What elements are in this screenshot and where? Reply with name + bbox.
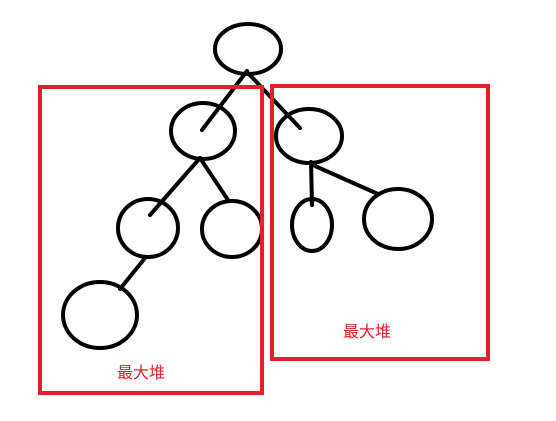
tree-node-left-child xyxy=(169,101,237,161)
edge-right-child-to-rr xyxy=(313,164,380,196)
edge-left-child-to-ll xyxy=(148,156,202,217)
edge-root-left-child xyxy=(200,69,249,132)
right-subtree-box xyxy=(270,84,490,361)
tree-node-right-child xyxy=(274,107,344,165)
edge-ll-to-lll xyxy=(118,256,147,291)
tree-node-left-right xyxy=(200,199,264,259)
left-subtree-label: 最大堆 xyxy=(117,363,165,382)
tree-node-root xyxy=(213,22,283,76)
tree-node-right-left xyxy=(290,197,334,253)
edge-left-child-to-lr xyxy=(198,156,230,202)
right-subtree-label: 最大堆 xyxy=(343,322,391,341)
tree-node-left-left xyxy=(116,197,180,259)
tree-node-left-left-left xyxy=(61,280,139,350)
tree-node-right-right xyxy=(362,187,434,251)
left-subtree-box xyxy=(38,85,264,395)
